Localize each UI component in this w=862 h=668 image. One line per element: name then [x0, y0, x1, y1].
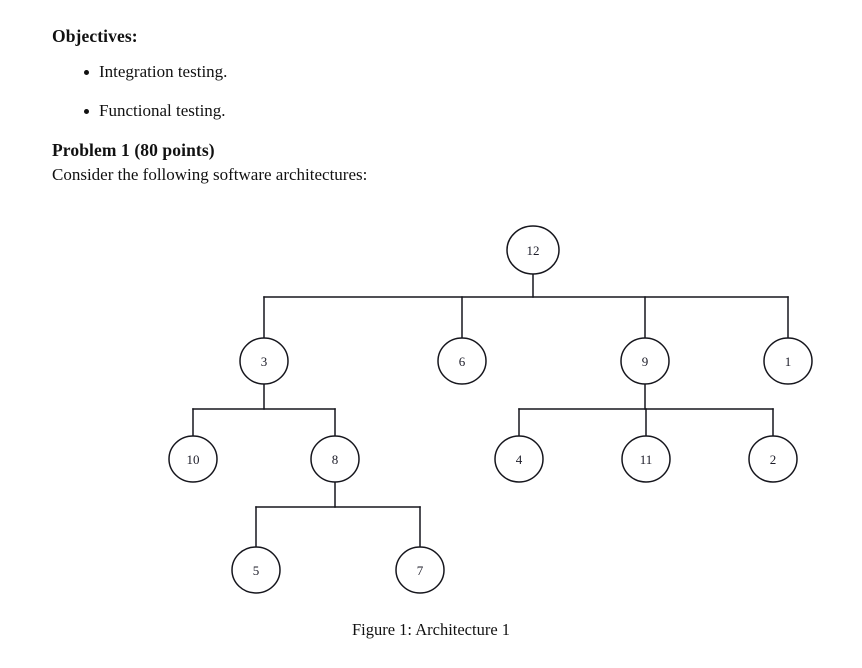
node-label-7: 7	[417, 563, 424, 578]
list-item-label: Integration testing.	[99, 62, 228, 81]
node-label-2: 2	[770, 452, 777, 467]
figure-architecture-1: 12 3 6 9 1 10 8 4 11 2 5 7 Figure 1: Architecture 1	[0, 206, 862, 656]
problem-heading: Problem 1 (80 points)	[52, 139, 215, 160]
node-label-4: 4	[516, 452, 523, 467]
node-label-10: 10	[187, 452, 200, 467]
list-item: Integration testing.	[52, 61, 812, 82]
tree-node-10[interactable]: 10	[168, 435, 218, 483]
tree-nodes: 12 3 6 9 1 10 8 4 11 2 5 7	[168, 225, 813, 594]
node-circle-11	[621, 435, 671, 483]
problem-intro-text: Consider the following software architec…	[52, 164, 368, 184]
node-circle-7	[395, 546, 445, 594]
objectives-list: Integration testing. Functional testing.	[52, 61, 812, 122]
node-circle-8	[310, 435, 360, 483]
tree-node-12[interactable]: 12	[506, 225, 560, 275]
list-item: Functional testing.	[52, 100, 812, 121]
tree-node-4[interactable]: 4	[494, 435, 544, 483]
node-label-12: 12	[527, 243, 540, 258]
node-circle-1	[763, 337, 813, 385]
tree-node-9[interactable]: 9	[620, 337, 670, 385]
node-label-3: 3	[261, 354, 268, 369]
tree-node-1[interactable]: 1	[763, 337, 813, 385]
tree-node-6[interactable]: 6	[437, 337, 487, 385]
node-label-8: 8	[332, 452, 339, 467]
tree-node-8[interactable]: 8	[310, 435, 360, 483]
text-content-block: Objectives: Integration testing. Functio…	[52, 26, 812, 203]
figure-caption: Figure 1: Architecture 1	[351, 620, 511, 639]
node-circle-12	[506, 225, 560, 275]
tree-diagram: 12 3 6 9 1 10 8 4 11 2 5 7	[168, 225, 813, 594]
tree-node-7[interactable]: 7	[395, 546, 445, 594]
tree-edges	[192, 273, 789, 548]
node-circle-9	[620, 337, 670, 385]
node-circle-6	[437, 337, 487, 385]
bullet-icon	[84, 109, 89, 115]
node-label-5: 5	[253, 563, 260, 578]
node-label-1: 1	[785, 354, 792, 369]
list-item-label: Functional testing.	[99, 101, 226, 121]
tree-node-5[interactable]: 5	[231, 546, 281, 594]
node-label-6: 6	[459, 354, 466, 369]
node-label-11: 11	[640, 452, 653, 467]
node-circle-4	[494, 435, 544, 483]
tree-node-2[interactable]: 2	[748, 435, 798, 483]
node-circle-2	[748, 435, 798, 483]
node-circle-5	[231, 546, 281, 594]
node-label-9: 9	[642, 354, 649, 369]
node-circle-10	[168, 435, 218, 483]
objectives-heading: Objectives:	[52, 26, 138, 46]
bullet-icon	[84, 70, 89, 75]
tree-node-11[interactable]: 11	[621, 435, 671, 483]
tree-node-3[interactable]: 3	[239, 337, 289, 385]
node-circle-3	[239, 337, 289, 385]
